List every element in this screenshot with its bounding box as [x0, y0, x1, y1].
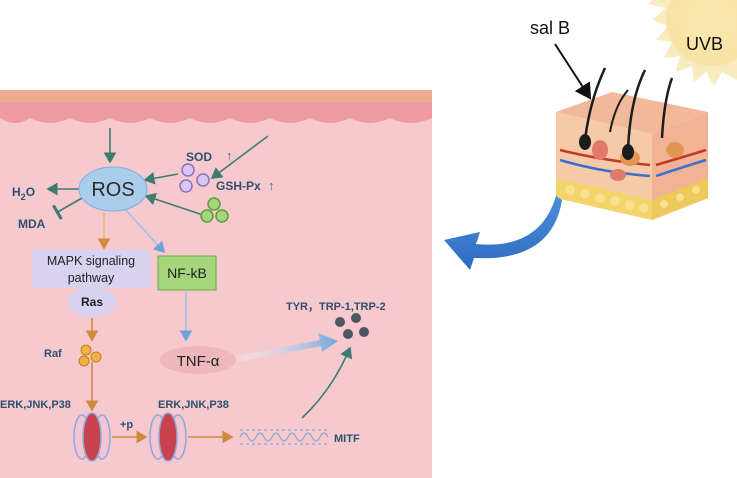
tnf-node	[160, 346, 236, 374]
zoom-curved-arrow	[444, 196, 562, 270]
raf-cluster	[78, 344, 102, 367]
mda-label: MDA	[18, 217, 46, 231]
sun-icon	[648, 0, 737, 86]
skin-block-icon	[556, 67, 708, 220]
nfkb-label: NF-kB	[167, 265, 207, 281]
ros-node	[78, 166, 148, 212]
erk-right-label: ERK,JNK,P38	[158, 399, 229, 411]
raf-label: Raf	[44, 348, 62, 360]
gsh-up-arrow: ↑	[268, 178, 275, 193]
h2o-label: H2O	[12, 185, 35, 202]
ras-node	[68, 287, 116, 317]
pathway-arrows	[46, 128, 353, 444]
ras-label: Ras	[81, 295, 103, 309]
erk-protein-left	[73, 412, 111, 462]
nfkb-box	[157, 255, 217, 291]
tnf-label: TNF-α	[177, 353, 220, 370]
ros-label: ROS	[91, 179, 134, 201]
erk-protein-right	[149, 412, 187, 462]
mapk-label-line2: pathway	[68, 271, 115, 285]
mapk-box	[32, 250, 150, 288]
mitf-label: MITF	[334, 433, 360, 445]
mapk-label-line1: MAPK signaling	[47, 254, 135, 268]
enzymes-label: TYR，TRP-1,TRP-2	[286, 301, 386, 313]
erk-left-label: ERK,JNK,P38	[0, 399, 71, 411]
uvb-label: UVB	[686, 34, 723, 54]
sod-up-arrow: ↑	[226, 148, 233, 163]
sod-label: SOD	[186, 150, 212, 164]
phospho-label: +p	[120, 419, 133, 431]
gsh-label: GSH-Px	[216, 179, 261, 193]
enzyme-cluster	[335, 313, 369, 339]
antioxidant-cluster	[179, 163, 229, 223]
sal-b-label: sal B	[530, 18, 570, 38]
mitf-helix	[239, 429, 329, 445]
sal-b-arrow	[554, 43, 592, 100]
